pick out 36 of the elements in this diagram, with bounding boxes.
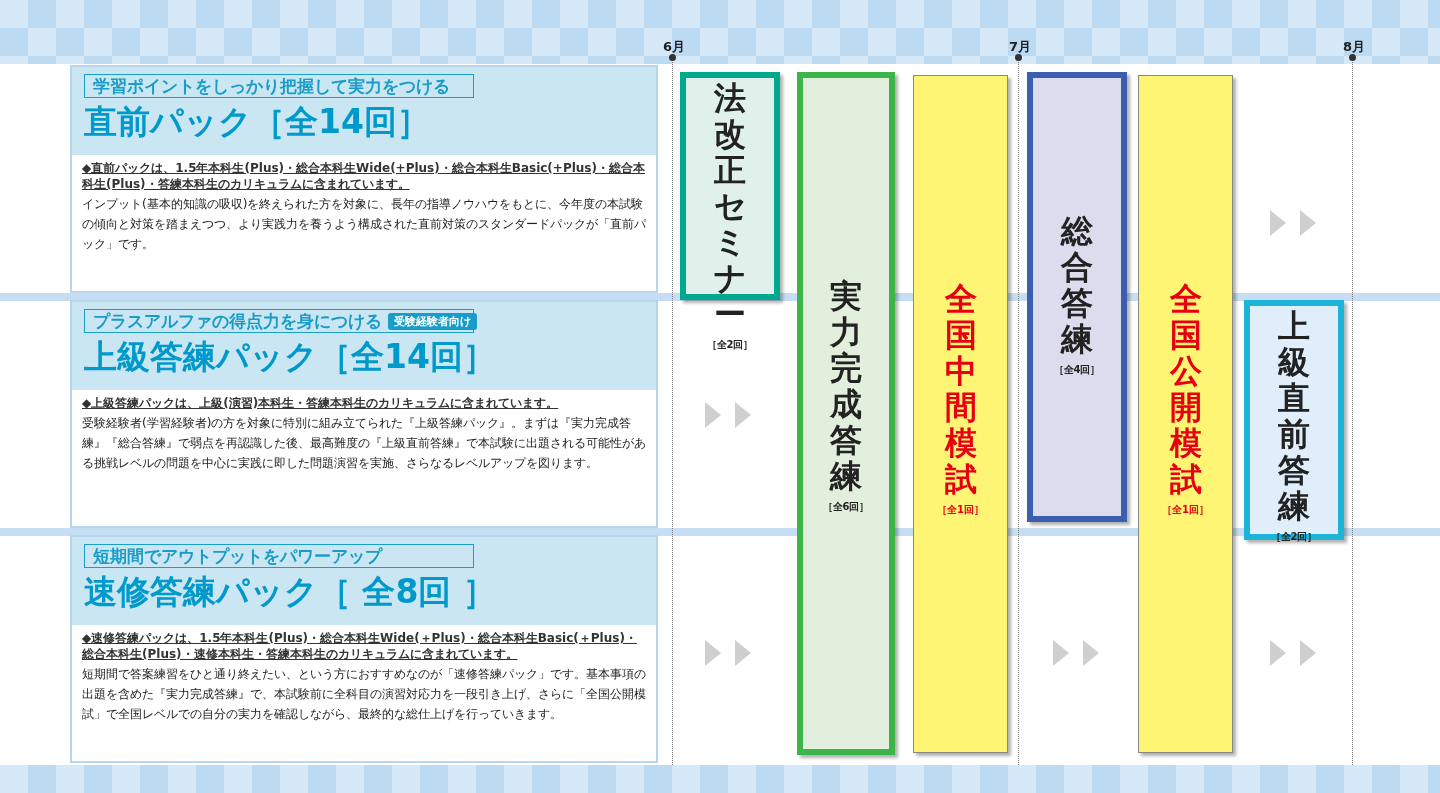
audience-badge: 受験経験者向け xyxy=(388,312,477,330)
session-count: ［全1回］ xyxy=(1162,503,1209,517)
session-count: ［全2回］ xyxy=(1270,530,1318,544)
description-text: 短期間で答案練習をひと通り終えたい、という方におすすめなのが「速修答練パック」です。基本事項の出題を含めた『実力完成答練』で、本試験前に全科目の演習対応力を一段引き上げ、さらに「全国公開模試」で全国レベルでの自分の実力を確認しながら、最終的な総仕上げを行っていきます。 xyxy=(82,666,646,723)
course-bar xyxy=(1138,75,1233,753)
tagline: 学習ポイントをしっかり把握して実力をつける xyxy=(93,74,450,98)
pack-panel xyxy=(70,535,658,763)
course-title: 実力完成答練 xyxy=(829,278,863,494)
course-title: 全国中間模試 xyxy=(943,281,978,497)
month-label: 8月 xyxy=(1343,38,1366,56)
course-title: 法改正セミナー xyxy=(713,80,747,332)
month-label: 6月 xyxy=(663,38,686,56)
tagline: プラスアルファの得点力を身につける xyxy=(93,309,382,333)
course-title: 全国公開模試 xyxy=(1168,281,1203,497)
course-bar xyxy=(1027,72,1127,522)
session-count: ［全1回］ xyxy=(937,503,984,517)
description-text: 受験経験者(学習経験者)の方を対象に特別に組み立てられた『上級答練パック』。まずは『実力完成答練』『総合答練』で弱点を再認識した後、最高難度の『上級直前答練』で本試験に出題される可能性がある挑戦レベルの問題を中心に実践に即した問題演習を実施、さらなるレベルアップを図ります。 xyxy=(82,415,646,472)
pack-title: 上級答練パック［全14回］ xyxy=(84,336,497,378)
curriculum-note: ◆速修答練パックは、1.5年本科生(Plus)・総合本科生Wide(＋Plus)・総合本科生Basic(＋Plus)・総合本科生(Plus)・速修本科生・答練本科生のカリキュラムに含まれています。 xyxy=(82,630,638,662)
session-count: ［全6回］ xyxy=(822,500,870,514)
course-bar xyxy=(913,75,1008,753)
pack-panel xyxy=(70,65,658,293)
course-bar xyxy=(1244,300,1344,540)
pack-title: 直前パック［全14回］ xyxy=(84,101,431,143)
curriculum-note: ◆上級答練パックは、上級(演習)本科生・答練本科生のカリキュラムに含まれています。 xyxy=(82,395,560,411)
course-bar xyxy=(797,72,895,755)
tagline: 短期間でアウトプットをパワーアップ xyxy=(93,544,382,568)
session-count: ［全4回］ xyxy=(1053,363,1101,377)
month-label: 7月 xyxy=(1009,38,1032,56)
pack-title: 速修答練パック［ 全8回 ］ xyxy=(84,571,497,613)
description-text: インプット(基本的知識の吸収)を終えられた方を対象に、長年の指導ノウハウをもとに、今年度の本試験の傾向と対策を踏まえつつ、より実践力を養うよう構成された直前対策のスタンダードパックが「直前パック」です。 xyxy=(82,196,646,253)
course-title: 総合答練 xyxy=(1060,213,1094,357)
curriculum-note: ◆直前パックは、1.5年本科生(Plus)・総合本科生Wide(+Plus)・総合本科生Basic(+Plus)・総合本科生(Plus)・答練本科生のカリキュラムに含まれています。 xyxy=(82,160,646,192)
session-count: ［全2回］ xyxy=(706,338,754,352)
pack-panel xyxy=(70,300,658,528)
course-title: 上級直前答練 xyxy=(1277,308,1311,524)
